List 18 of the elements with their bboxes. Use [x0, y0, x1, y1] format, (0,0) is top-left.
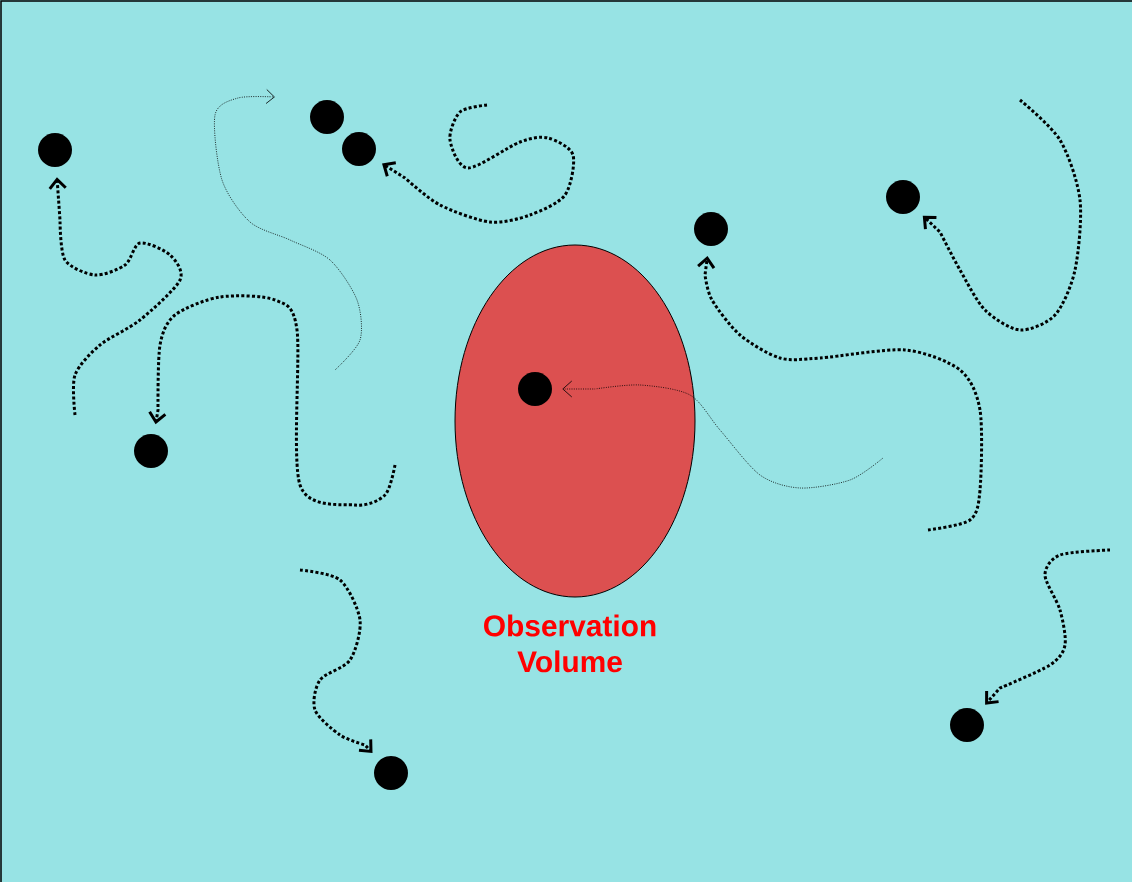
particle-dot: [694, 212, 728, 246]
particle-dot: [886, 180, 920, 214]
particle-dot: [950, 708, 984, 742]
particle-dot: [374, 756, 408, 790]
trajectory-arrow: [299, 568, 373, 754]
particle-dot: [342, 132, 376, 166]
trajectory-arrow: [562, 380, 884, 489]
trajectory-arrow: [382, 103, 576, 224]
trajectory-arrow: [148, 294, 397, 507]
particle-dot: [134, 434, 168, 468]
volume-label: Observation Volume: [484, 614, 656, 673]
trajectory-arrow: [985, 548, 1111, 705]
particle-dot: [518, 372, 552, 406]
particle-dot: [310, 100, 344, 134]
trajectory-arrow: [48, 177, 183, 416]
trajectory-arrow: [922, 98, 1083, 332]
trajectory-arrow: [697, 255, 984, 532]
particle-dot: [38, 133, 72, 167]
